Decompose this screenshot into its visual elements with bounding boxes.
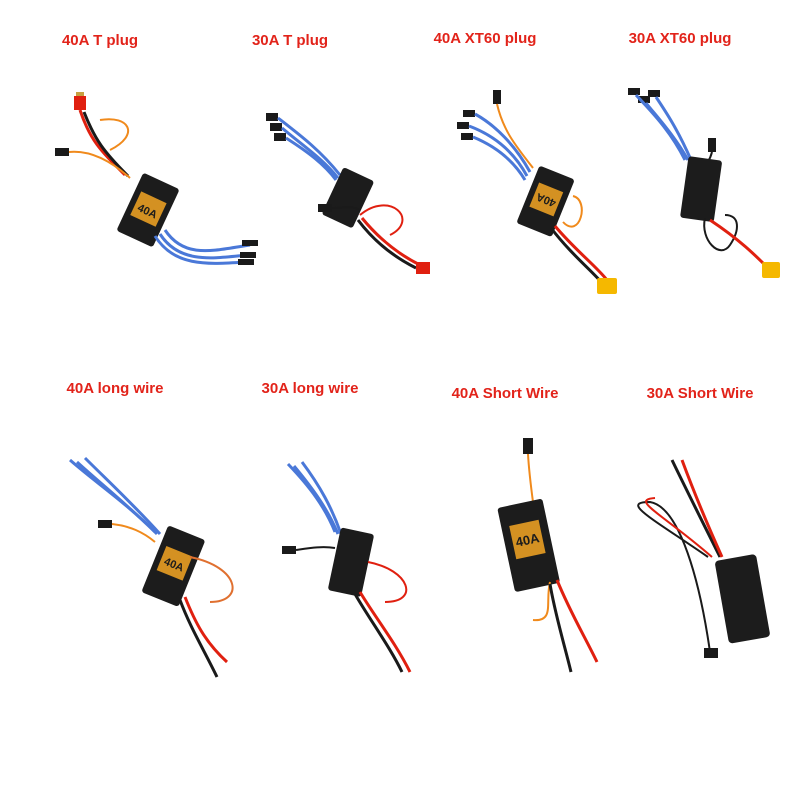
esc-image-30a-long-wire (282, 461, 412, 673)
xt60-connector (762, 262, 780, 278)
variant-40a-xt60-plug: 40A XT60 plug 40A (385, 0, 617, 340)
variant-label: 30A XT60 plug (628, 30, 732, 47)
variant-label: 40A Short Wire (451, 385, 559, 402)
esc-image-30a-t-plug (266, 113, 430, 274)
esc-image-40a-short-wire: 40A (497, 438, 599, 673)
xt60-connector (597, 278, 617, 294)
servo-connector (282, 546, 296, 554)
esc-rating-text: 40A (514, 530, 541, 550)
esc-body (328, 527, 374, 597)
esc-image-40a-xt60-plug: 40A (457, 90, 617, 294)
variant-label: 40A T plug (61, 32, 139, 49)
variant-40a-t-plug: 40A T plug 40A (0, 0, 258, 340)
esc-body (715, 554, 770, 644)
variant-label: 30A T plug (251, 32, 329, 49)
servo-connector (708, 138, 716, 152)
esc-body (322, 168, 374, 228)
servo-connector (704, 648, 718, 658)
esc-image-30a-short-wire (637, 459, 770, 658)
servo-connector (318, 204, 332, 212)
variant-40a-long-wire: 40A long wire 40A (15, 352, 234, 692)
variant-30a-xt60-plug: 30A XT60 plug (580, 0, 780, 340)
variant-30a-short-wire: 30A Short Wire (600, 352, 800, 692)
variant-30a-t-plug: 30A T plug (190, 0, 430, 340)
servo-connector (523, 438, 533, 454)
servo-connector (98, 520, 112, 528)
esc-image-40a-t-plug: 40A (55, 92, 258, 265)
esc-body (680, 156, 722, 222)
t-plug-connector (74, 96, 86, 110)
esc-image-40a-long-wire: 40A (69, 456, 234, 678)
variant-40a-short-wire: 40A Short Wire 40A (405, 352, 605, 692)
variant-label: 30A Short Wire (646, 385, 754, 402)
variant-30a-long-wire: 30A long wire (210, 352, 412, 692)
servo-connector (55, 148, 69, 156)
esc-image-30a-xt60-plug (628, 88, 780, 278)
variant-label: 30A long wire (261, 380, 359, 397)
servo-connector (493, 90, 501, 104)
variant-label: 40A long wire (66, 380, 164, 397)
variant-label: 40A XT60 plug (433, 30, 537, 47)
t-plug-connector (416, 262, 430, 274)
